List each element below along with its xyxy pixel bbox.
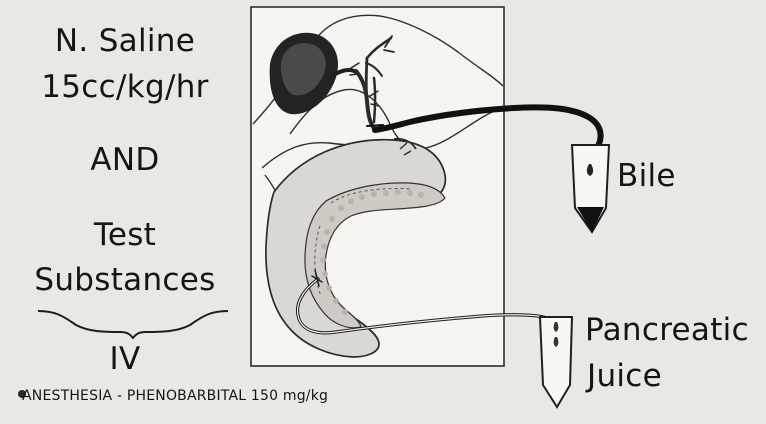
iv-brace xyxy=(36,307,230,339)
saline-rate: 15cc/kg/hr xyxy=(30,72,220,103)
bile-collection-tube xyxy=(572,145,609,232)
bile-label: Bile xyxy=(617,161,676,192)
test-label: Test xyxy=(30,220,220,251)
pancreatic-label: Pancreatic xyxy=(585,315,749,346)
juice-label: Juice xyxy=(587,361,662,392)
saline-line: N. Saline xyxy=(30,26,220,57)
anesthesia-footnote: ANESTHESIA - PHENOBARBITAL 150 mg/kg xyxy=(22,389,328,403)
substances-label: Substances xyxy=(30,265,220,296)
pancreatic-collection-tube xyxy=(540,317,572,407)
and-label: AND xyxy=(30,145,220,176)
iv-label: IV xyxy=(30,344,220,375)
